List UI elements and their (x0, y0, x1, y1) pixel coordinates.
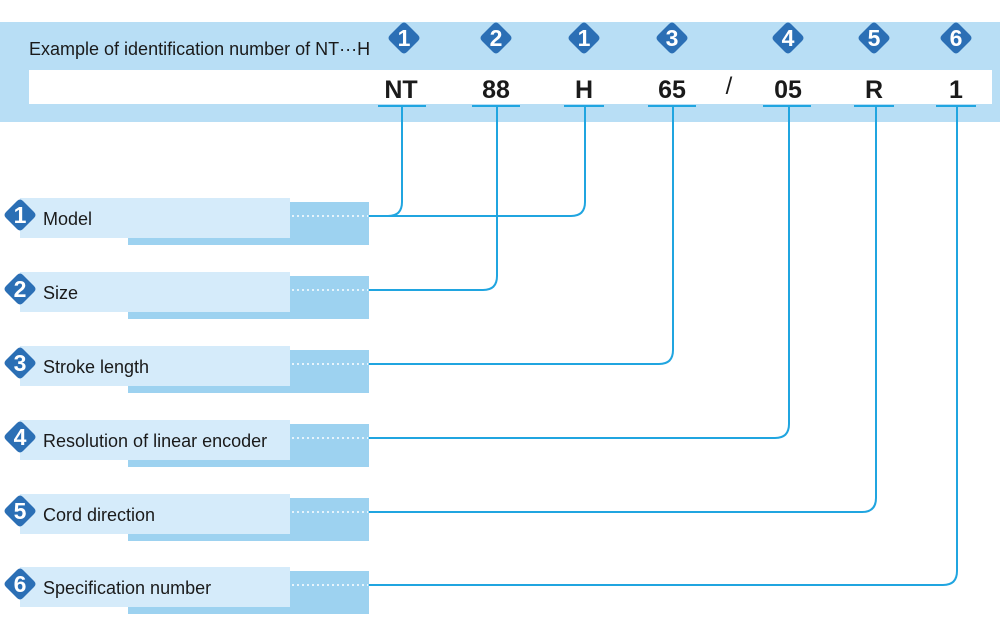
svg-text:Cord direction: Cord direction (43, 505, 155, 525)
svg-text:3: 3 (14, 350, 27, 376)
svg-text:Specification number: Specification number (43, 578, 211, 598)
connector-line (369, 106, 877, 513)
connector-line (369, 106, 958, 586)
connector-line (369, 106, 498, 291)
segment-code: 1 (949, 76, 963, 104)
segment-marker: 1 (388, 22, 420, 54)
svg-text:5: 5 (14, 498, 27, 524)
svg-text:1: 1 (14, 202, 27, 228)
svg-text:Model: Model (43, 209, 92, 229)
connector-line (369, 106, 586, 217)
segment-code: 05 (774, 76, 802, 104)
segment-marker: 4 (772, 22, 804, 54)
segment-code: NT (384, 76, 417, 104)
svg-text:6: 6 (950, 25, 963, 51)
segment-marker: 5 (858, 22, 890, 54)
svg-text:Size: Size (43, 283, 78, 303)
svg-text:Stroke length: Stroke length (43, 357, 149, 377)
field-row-cord-direction: 5 Cord direction (4, 494, 369, 541)
connector-line (369, 106, 403, 217)
header-code-row (29, 70, 992, 104)
connector-line (369, 106, 790, 439)
field-row-size: 2 Size (4, 272, 369, 319)
header-title: Example of identification number of NT··… (29, 39, 370, 59)
svg-text:5: 5 (868, 25, 881, 51)
field-row-specification-number: 6 Specification number (4, 567, 369, 614)
svg-text:Resolution of linear encoder: Resolution of linear encoder (43, 431, 267, 451)
svg-text:6: 6 (14, 571, 27, 597)
segment-marker: 2 (480, 22, 512, 54)
connector-line (369, 106, 674, 365)
segment-marker: 3 (656, 22, 688, 54)
segment-marker: 6 (940, 22, 972, 54)
svg-text:1: 1 (578, 25, 591, 51)
svg-text:1: 1 (398, 25, 411, 51)
field-row-stroke-length: 3 Stroke length (4, 346, 369, 393)
field-row-model: 1 Model (4, 198, 369, 245)
segment-code: 88 (482, 76, 510, 104)
svg-text:3: 3 (666, 25, 679, 51)
segment-separator: / (726, 73, 733, 100)
segment-code: H (575, 76, 593, 104)
svg-text:4: 4 (782, 25, 795, 51)
svg-text:4: 4 (14, 424, 27, 450)
svg-text:2: 2 (490, 25, 503, 51)
segment-marker: 1 (568, 22, 600, 54)
field-row-resolution: 4 Resolution of linear encoder (4, 420, 369, 467)
segment-code: 65 (658, 76, 686, 104)
segment-code: R (865, 76, 883, 104)
svg-text:2: 2 (14, 276, 27, 302)
